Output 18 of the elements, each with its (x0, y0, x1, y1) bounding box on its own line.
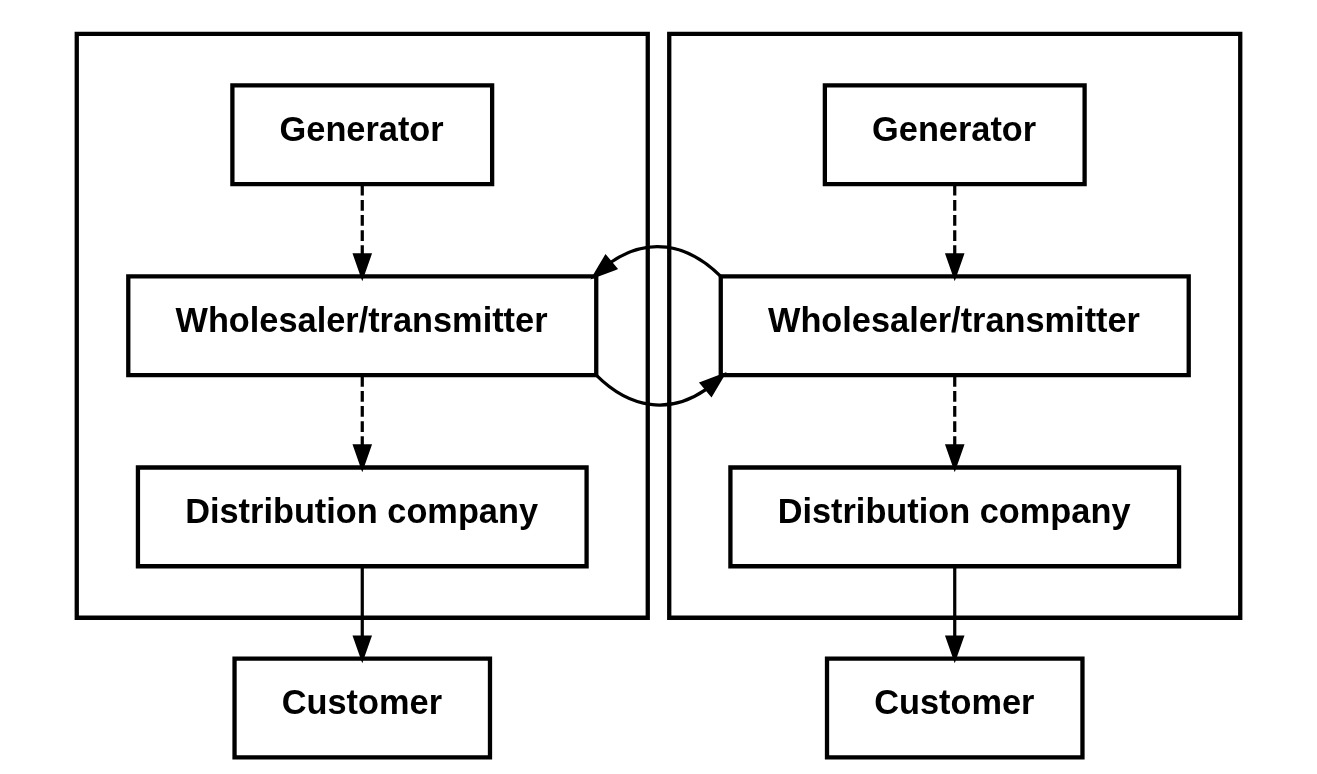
node-box: Wholesaler/transmitter (126, 274, 599, 378)
node-box: Distribution company (728, 465, 1182, 569)
node-box: Customer (824, 656, 1085, 760)
arrow (352, 567, 373, 664)
arrow (352, 376, 373, 473)
arrow (352, 185, 373, 282)
arrow (944, 376, 965, 473)
node-box: Wholesaler/transmitter (718, 274, 1191, 378)
node-box: Distribution company (135, 465, 589, 569)
arrow (590, 245, 722, 280)
node-box: Customer (232, 656, 493, 760)
arrow (944, 567, 965, 664)
cluster (667, 31, 1243, 620)
arrow (595, 372, 727, 407)
cluster (74, 31, 650, 620)
node-box: Generator (822, 83, 1087, 187)
arrow (944, 185, 965, 282)
node-box: Generator (230, 83, 495, 187)
